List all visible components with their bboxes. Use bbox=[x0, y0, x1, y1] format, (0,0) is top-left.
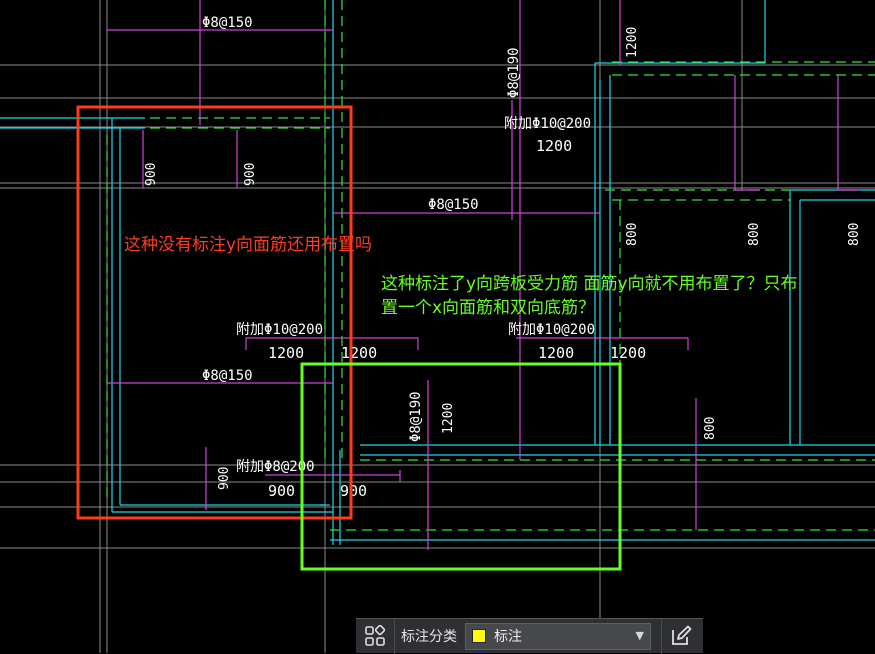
dimension-label: 1200 bbox=[268, 344, 304, 362]
dimension-label: 900 bbox=[144, 163, 159, 186]
rebar-label: Φ8@190 bbox=[408, 391, 424, 442]
green-annotation-note: 这种标注了y向跨板受力筋 面筋y向就不用布置了？只布置一个x向面筋和双向底筋？ bbox=[381, 274, 798, 318]
category-color-swatch bbox=[472, 629, 486, 643]
dimension-label: 900 bbox=[340, 482, 367, 500]
rebar-label: 附加Φ10@200 bbox=[504, 116, 591, 132]
grid-layout-button[interactable] bbox=[356, 619, 394, 654]
edit-button[interactable] bbox=[662, 619, 700, 654]
category-label: 标注分类 bbox=[401, 629, 457, 645]
rebar-label: Φ8@150 bbox=[202, 368, 253, 384]
rebar-label: Φ8@150 bbox=[202, 15, 253, 31]
selected-category: 标注 bbox=[494, 629, 522, 645]
rebar-label: Φ8@150 bbox=[428, 197, 479, 213]
toolbar-divider bbox=[394, 618, 395, 654]
dashed-lines bbox=[106, 0, 875, 531]
bottom-toolbar: 标注分类 标注 ▼ bbox=[356, 618, 703, 654]
dimension-label: 1200 bbox=[341, 344, 377, 362]
dimension-label: 800 bbox=[747, 223, 762, 246]
rebar-label: 附加Φ8@200 bbox=[236, 459, 315, 475]
dimension-label: 900 bbox=[268, 482, 295, 500]
grid-layout-icon bbox=[365, 625, 386, 646]
dimension-label: 1200 bbox=[538, 344, 574, 362]
green-highlight-box bbox=[300, 362, 622, 571]
dimension-label: 800 bbox=[703, 417, 718, 440]
rebar-label: 附加Φ10@200 bbox=[236, 322, 323, 338]
rebar-lines bbox=[107, 0, 860, 550]
toolbar-divider bbox=[661, 618, 662, 654]
red-highlight-box bbox=[76, 105, 353, 520]
rebar-label: 附加Φ10@200 bbox=[508, 322, 595, 338]
dimension-label: 900 bbox=[243, 163, 258, 186]
red-annotation-note: 这种没有标注y向面筋还用布置吗 bbox=[124, 235, 373, 255]
dimension-label: 800 bbox=[625, 223, 640, 246]
rebar-label: Φ8@190 bbox=[506, 47, 522, 98]
dimension-label: 1200 bbox=[441, 403, 456, 434]
dimension-label: 1200 bbox=[536, 137, 572, 155]
dimension-label: 900 bbox=[217, 467, 232, 490]
category-select[interactable]: 标注 ▼ bbox=[465, 622, 651, 650]
chevron-down-icon: ▼ bbox=[635, 628, 644, 642]
beam-lines bbox=[0, 0, 875, 545]
dimension-label: 1200 bbox=[610, 344, 646, 362]
edit-icon bbox=[672, 625, 692, 645]
dimension-label: 1200 bbox=[625, 27, 640, 58]
dimension-label: 800 bbox=[847, 223, 862, 246]
